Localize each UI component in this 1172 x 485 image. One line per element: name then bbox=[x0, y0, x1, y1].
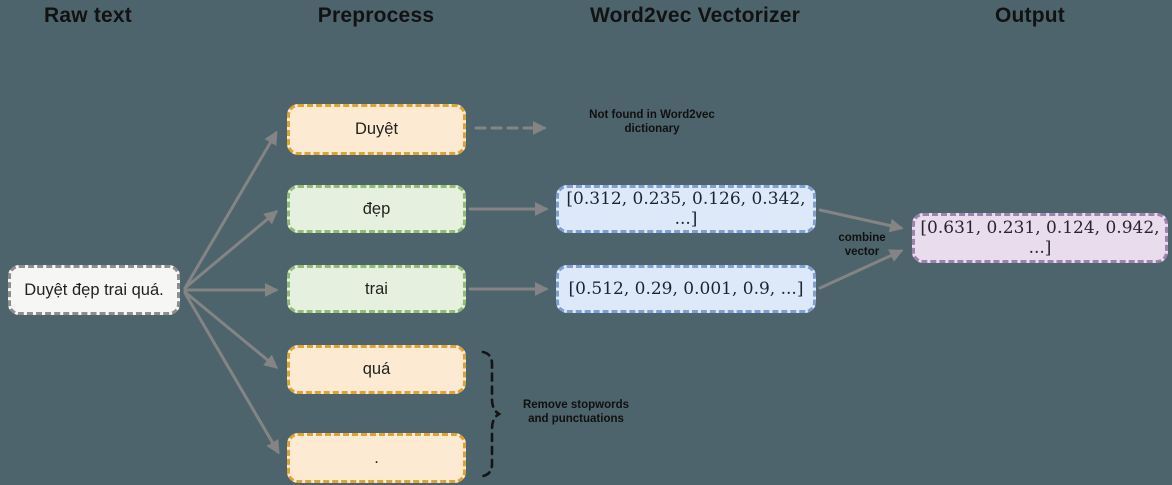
vector-label: [0.512, 0.29, 0.001, 0.9, ...] bbox=[568, 279, 804, 299]
header-raw-text: Raw text bbox=[44, 4, 132, 27]
combine-line2: vector bbox=[844, 245, 880, 258]
header-output: Output bbox=[994, 4, 1066, 27]
vector-label: [0.312, 0.235, 0.126, 0.342, ...] bbox=[566, 189, 806, 229]
token-node-duyet: Duyệt bbox=[287, 104, 466, 155]
token-label: quá bbox=[362, 360, 391, 378]
token-label: Duyệt bbox=[354, 120, 399, 138]
token-node-dep: đẹp bbox=[287, 185, 466, 233]
token-label: đẹp bbox=[362, 199, 391, 218]
combine-line1: combine bbox=[838, 232, 886, 244]
token-label: . bbox=[374, 448, 379, 467]
not-found-line1: Not found in Word2vec bbox=[589, 109, 715, 121]
arrow-raw-to-dep bbox=[183, 210, 279, 290]
not-found-line2: dictionary bbox=[624, 122, 680, 135]
arrow-raw-to-qua bbox=[183, 290, 279, 369]
token-label: trai bbox=[365, 279, 388, 298]
token-node-trai: trai bbox=[287, 265, 466, 313]
vector-node-trai: [0.512, 0.29, 0.001, 0.9, ...] bbox=[556, 265, 816, 313]
token-node-period: . bbox=[287, 433, 466, 483]
arrow-raw-to-duyet bbox=[183, 130, 278, 290]
arrow-vector1-to-output bbox=[818, 208, 904, 233]
output-vector-label: [0.631, 0.231, 0.124, 0.942, ...] bbox=[920, 218, 1160, 258]
not-found-annotation: Not found in Word2vec dictionary bbox=[589, 109, 715, 136]
raw-text-node: Duyệt đẹp trai quá. bbox=[8, 265, 180, 315]
remove-stopwords-annotation: Remove stopwords and punctuations bbox=[523, 399, 629, 426]
raw-text-label: Duyệt đẹp trai quá. bbox=[24, 280, 164, 299]
stopwords-group-brace bbox=[481, 350, 502, 478]
header-preprocess: Preprocess bbox=[317, 4, 435, 27]
remove-line1: Remove stopwords bbox=[522, 399, 630, 411]
header-word2vec-vectorizer: Word2vec Vectorizer bbox=[589, 4, 801, 27]
token-node-qua: quá bbox=[287, 345, 466, 394]
vector-node-dep: [0.312, 0.235, 0.126, 0.342, ...] bbox=[556, 185, 816, 233]
output-vector-node: [0.631, 0.231, 0.124, 0.942, ...] bbox=[912, 213, 1168, 263]
combine-vector-annotation: combine vector bbox=[838, 232, 885, 259]
remove-line2: and punctuations bbox=[528, 412, 624, 425]
arrow-raw-to-period bbox=[183, 291, 280, 455]
